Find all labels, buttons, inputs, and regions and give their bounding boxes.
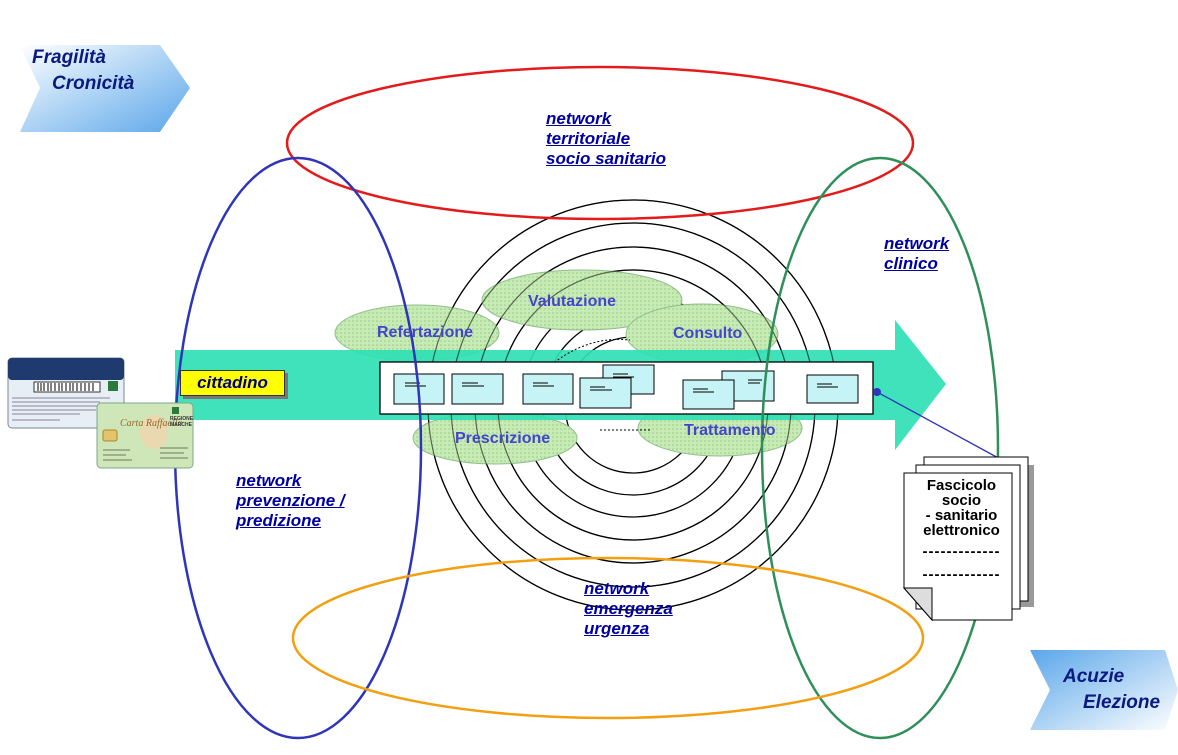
label-network-prevenzione: network prevenzione / predizione: [236, 471, 345, 531]
emergenza-line-2: emergenza: [584, 599, 673, 618]
elezione-text: Elezione: [1083, 692, 1161, 713]
clinico-line-2: clinico: [884, 254, 938, 273]
territoriale-line-3: socio sanitario: [546, 149, 666, 168]
fascicolo-stack: [902, 456, 1034, 622]
health-card-front: [96, 402, 194, 469]
prevenzione-line-3: predizione: [236, 511, 322, 530]
step-refertazione: Refertazione: [377, 324, 474, 341]
step-consulto: Consulto: [673, 325, 743, 342]
fascicolo-line-2: socio: [941, 492, 982, 509]
emergenza-line-3: urgenza: [584, 619, 650, 638]
label-network-emergenza: network emergenza urgenza: [584, 579, 673, 639]
label-network-territoriale: network territoriale socio sanitario: [546, 109, 666, 169]
emergenza-line-1: network: [584, 579, 650, 598]
corner-shape-bottom-right: [1030, 650, 1178, 730]
card-region: REGIONE MARCHE: [170, 416, 194, 428]
territoriale-line-1: network: [546, 109, 612, 128]
territoriale-line-2: territoriale: [546, 129, 631, 148]
corner-label-top-left: Fragilità Cronicità: [32, 45, 134, 97]
step-trattamento: Trattamento: [684, 422, 776, 439]
clinico-line-1: network: [884, 234, 950, 253]
cronicita-text: Cronicità: [52, 73, 135, 94]
document-icons: [393, 364, 859, 410]
acuzie-text: Acuzie: [1063, 666, 1125, 687]
step-valutazione: Valutazione: [528, 293, 617, 310]
fragilita-text: Fragilità: [32, 47, 106, 68]
ellipse-network-emergenza: [291, 556, 925, 720]
ellipse-network-clinico: [760, 156, 1000, 740]
corner-shape-top-left: [20, 45, 190, 132]
label-network-clinico: network clinico: [884, 234, 949, 274]
fascicolo-label: Fascicolo socio - sanitario elettronico …: [909, 478, 1014, 582]
ellipse-network-territoriale: [285, 65, 915, 221]
prevenzione-line-2: prevenzione /: [236, 491, 345, 510]
card-title: Carta Raffaello: [120, 418, 183, 429]
fascicolo-line-3: - sanitario: [925, 507, 998, 524]
fascicolo-dash-1: -------------: [922, 543, 1001, 560]
connector-line: [876, 391, 1003, 461]
dotted-arc: [544, 338, 631, 371]
cittadino-label: cittadino: [180, 370, 285, 396]
corner-label-bottom-right: Acuzie Elezione: [1063, 664, 1160, 716]
fascicolo-line-4: elettronico: [923, 522, 1000, 539]
fascicolo-line-1: Fascicolo: [926, 477, 997, 494]
health-card-back: [7, 357, 125, 429]
fascicolo-dash-2: -------------: [922, 566, 1001, 583]
prevenzione-line-1: network: [236, 471, 302, 490]
step-prescrizione: Prescrizione: [455, 430, 551, 447]
